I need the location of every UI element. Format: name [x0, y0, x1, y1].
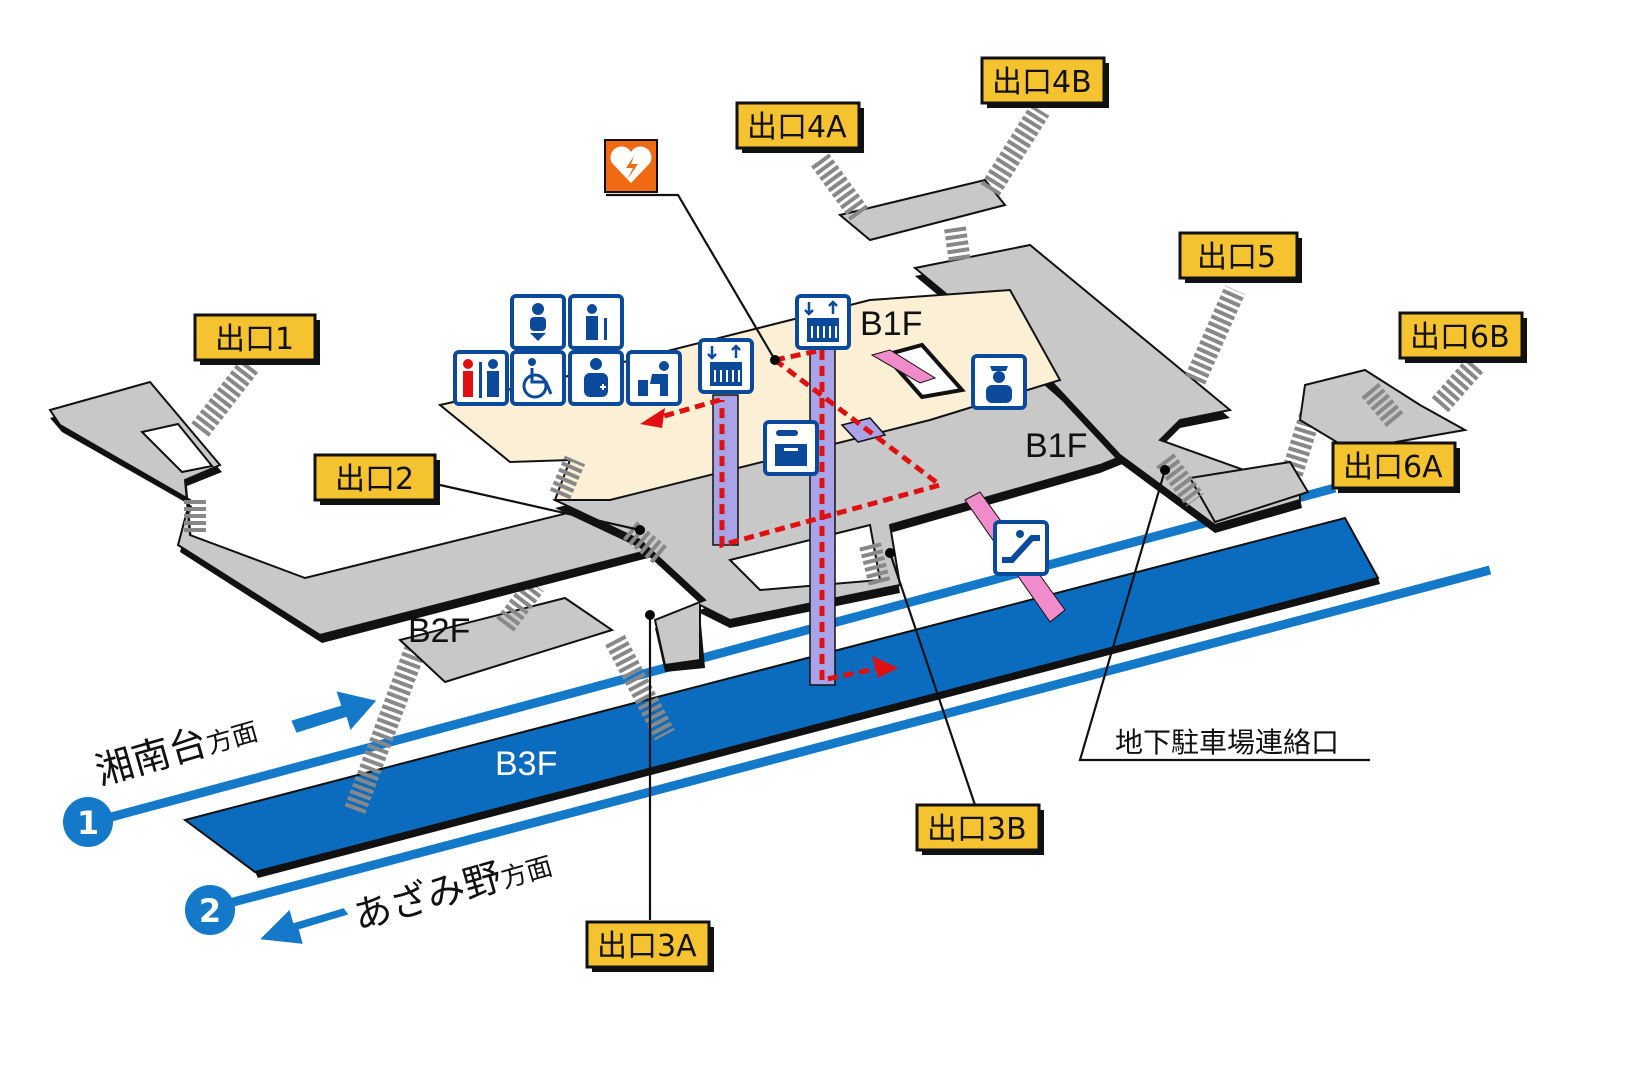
track-2-marker: 2 — [185, 885, 235, 935]
platform-edge-shadow — [255, 578, 1380, 878]
svg-text:出口6B: 出口6B — [1410, 320, 1510, 355]
svg-text:2: 2 — [199, 892, 221, 930]
svg-text:出口1: 出口1 — [215, 322, 294, 357]
b2f-stairs — [496, 578, 544, 632]
station-staff-icon — [971, 354, 1027, 410]
exit-4a-label: 出口4A — [735, 101, 864, 153]
exit-3b-label: 出口3B — [915, 803, 1044, 855]
floor-label-b2f: B2F — [408, 612, 470, 650]
accessible-route — [640, 346, 946, 684]
baby-changing-icon — [510, 294, 566, 350]
parking-connector — [1188, 460, 1310, 524]
exit-2-label: 出口2 — [313, 453, 440, 505]
exit-1-label: 出口1 — [193, 313, 320, 365]
restroom-icon — [453, 350, 509, 406]
b2f-floor — [397, 596, 615, 684]
leader-lines — [439, 193, 1370, 920]
svg-text:出口3A: 出口3A — [597, 929, 697, 964]
svg-text:1: 1 — [77, 804, 99, 842]
ostomate-icon — [626, 350, 682, 406]
escalator — [870, 349, 937, 384]
direction-arrow-icon — [255, 905, 352, 947]
coin-locker-icon — [763, 420, 819, 476]
exit-6b-label: 出口6B — [1398, 311, 1527, 363]
floor-label-b1f: B1F — [860, 305, 922, 343]
staff-room-icon — [568, 294, 624, 350]
elevator-shaft — [712, 394, 739, 546]
svg-text:出口4B: 出口4B — [992, 65, 1092, 100]
floor-label-b3f: B3F — [495, 745, 557, 783]
first-aid-icon — [568, 350, 624, 406]
ticketed-area — [437, 288, 1062, 501]
aed-icon — [604, 139, 658, 193]
svg-text:出口3B: 出口3B — [927, 812, 1027, 847]
track-1-marker: 1 — [63, 797, 113, 847]
floor-label-b1f: B1F — [1025, 427, 1087, 465]
exit-6a-label: 出口6A — [1331, 441, 1460, 493]
elevator-icon — [795, 294, 851, 350]
svg-text:出口6A: 出口6A — [1343, 450, 1443, 485]
track-2-direction: あざみ野方面 — [348, 840, 556, 939]
parking-link-label: 地下駐車場連絡口 — [1115, 726, 1339, 759]
direction-arrow-icon — [288, 688, 380, 736]
svg-text:出口5: 出口5 — [1197, 240, 1276, 275]
track-2-line — [220, 565, 1492, 910]
exit-5-label: 出口5 — [1178, 231, 1302, 283]
exit-stairs — [184, 104, 1484, 588]
svg-text:出口2: 出口2 — [335, 462, 414, 497]
svg-text:あざみ野方面: あざみ野方面 — [348, 840, 556, 939]
escalator-icon — [993, 520, 1049, 576]
platform-stairs — [344, 396, 1326, 814]
svg-text:出口4A: 出口4A — [747, 110, 847, 145]
elevator-icon — [698, 338, 754, 394]
track-1-line — [98, 483, 1337, 825]
wheelchair-icon — [510, 350, 566, 406]
exit-3a-label: 出口3A — [585, 920, 714, 972]
exit-4b-label: 出口4B — [980, 56, 1109, 108]
